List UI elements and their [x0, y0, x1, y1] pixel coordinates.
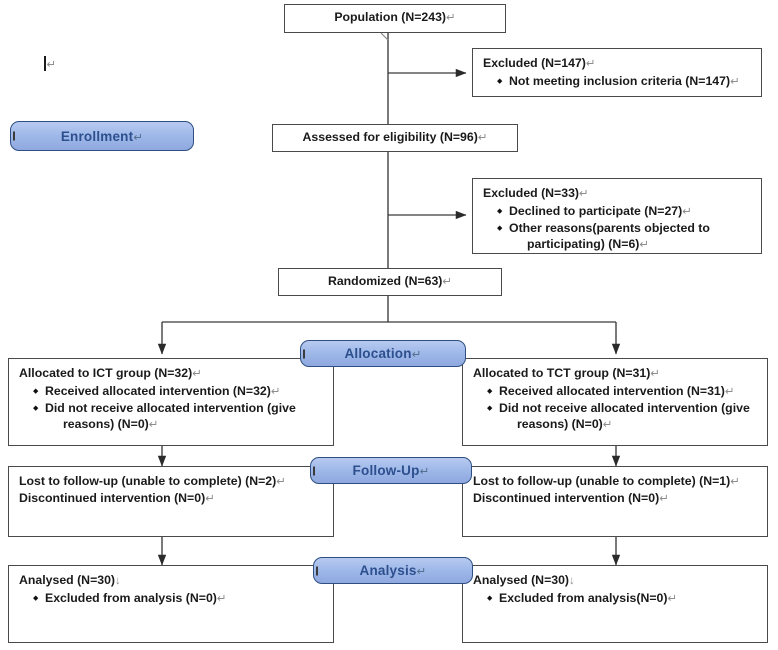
list-item: Declined to participate (N=27)↵	[497, 204, 753, 221]
stage-badge-analysis: Analysis↵	[313, 557, 473, 584]
node-excluded-screening: Excluded (N=147)↵ Not meeting inclusion …	[472, 48, 762, 97]
text-cursor-artifact: ↵	[44, 56, 56, 71]
node-allocation-tct: Allocated to TCT group (N=31)↵ Received …	[462, 358, 768, 446]
list-item: Did not receive allocated intervention (…	[33, 401, 325, 433]
node-followup-tct: Lost to follow-up (unable to complete) (…	[462, 466, 768, 537]
node-analysis-ict: Analysed (N=30)↓ Excluded from analysis …	[8, 565, 334, 643]
node-assessed-eligibility: Assessed for eligibility (N=96)↵	[272, 124, 518, 152]
node-allocation-ict: Allocated to ICT group (N=32)↵ Received …	[8, 358, 334, 446]
list-item: Excluded from analysis(N=0)↵	[487, 591, 759, 608]
stage-badge-allocation: Allocation↵	[300, 340, 466, 367]
list-item: Did not receive allocated intervention (…	[487, 401, 759, 433]
list-item: Received allocated intervention (N=31)↵	[487, 384, 759, 401]
node-analysis-tct: Analysed (N=30)↓ Excluded from analysis(…	[462, 565, 768, 643]
list-item: Received allocated intervention (N=32)↵	[33, 384, 325, 401]
node-population: Population (N=243)↵	[284, 4, 506, 33]
list-item: Other reasons(parents objected topartici…	[497, 221, 753, 253]
node-excluded-randomization: Excluded (N=33)↵ Declined to participate…	[472, 178, 762, 254]
node-randomized: Randomized (N=63)↵	[278, 268, 502, 296]
stage-badge-followup: Follow-Up↵	[310, 457, 472, 484]
list-item: Excluded from analysis (N=0)↵	[33, 591, 325, 608]
list-item: Not meeting inclusion criteria (N=147)↵	[497, 74, 753, 91]
node-followup-ict: Lost to follow-up (unable to complete) (…	[8, 466, 334, 537]
stage-badge-enrollment: Enrollment↵	[10, 121, 194, 151]
